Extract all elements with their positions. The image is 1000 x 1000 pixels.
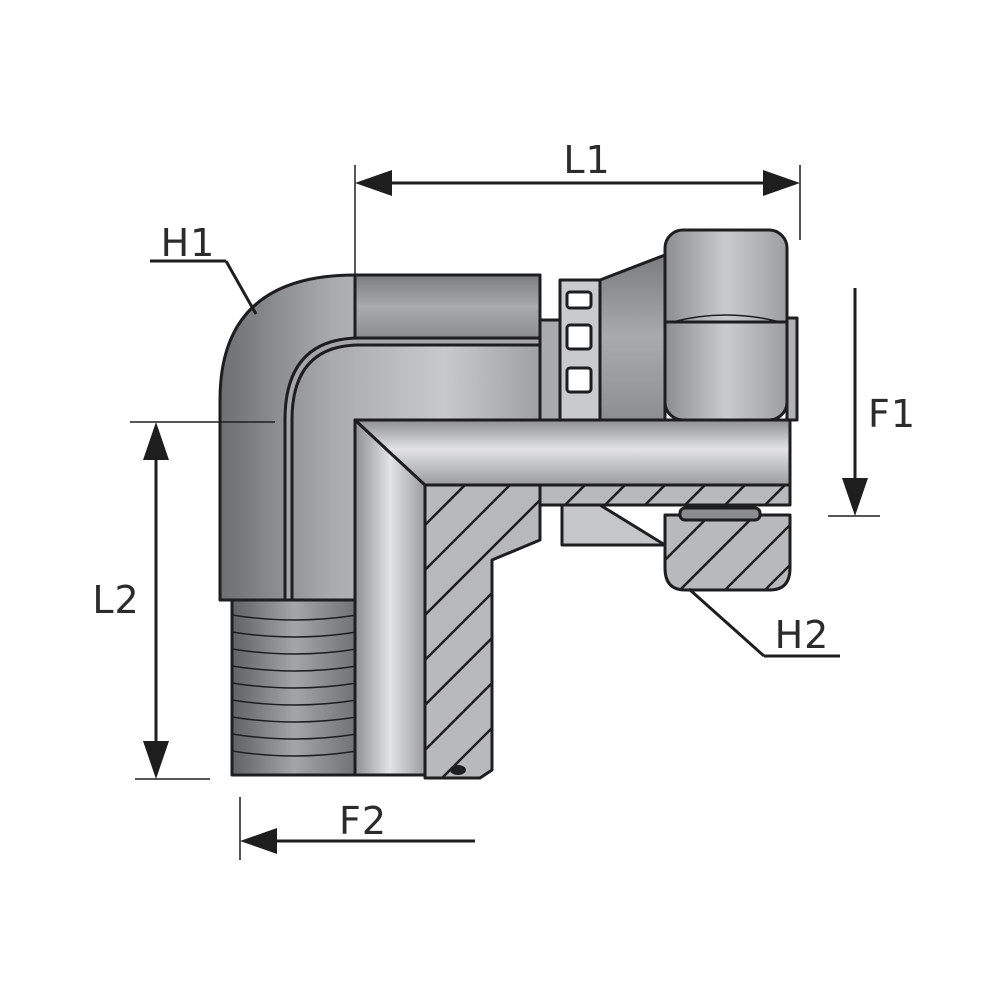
horizontal-bore bbox=[353, 418, 792, 487]
sectioned-wall bbox=[423, 483, 542, 780]
dimension-F2 bbox=[239, 797, 475, 860]
swivel-collar bbox=[538, 278, 602, 422]
cone-taper bbox=[598, 253, 667, 422]
nut-section bbox=[538, 483, 792, 592]
horizontal-leg-face bbox=[353, 273, 542, 340]
male-thread-stud bbox=[230, 598, 359, 777]
dimension-L1 bbox=[354, 165, 801, 300]
hex-swivel-nut bbox=[663, 228, 799, 422]
label-H1: H1 bbox=[161, 221, 216, 265]
label-F2: F2 bbox=[339, 799, 387, 843]
label-L2: L2 bbox=[92, 578, 139, 622]
label-H2: H2 bbox=[775, 613, 830, 657]
leader-H1 bbox=[150, 259, 258, 315]
label-F1: F1 bbox=[868, 392, 916, 436]
label-L1: L1 bbox=[563, 138, 610, 182]
dimension-L2 bbox=[130, 421, 275, 780]
dimension-F1 bbox=[828, 288, 880, 517]
leader-H2 bbox=[688, 587, 840, 658]
